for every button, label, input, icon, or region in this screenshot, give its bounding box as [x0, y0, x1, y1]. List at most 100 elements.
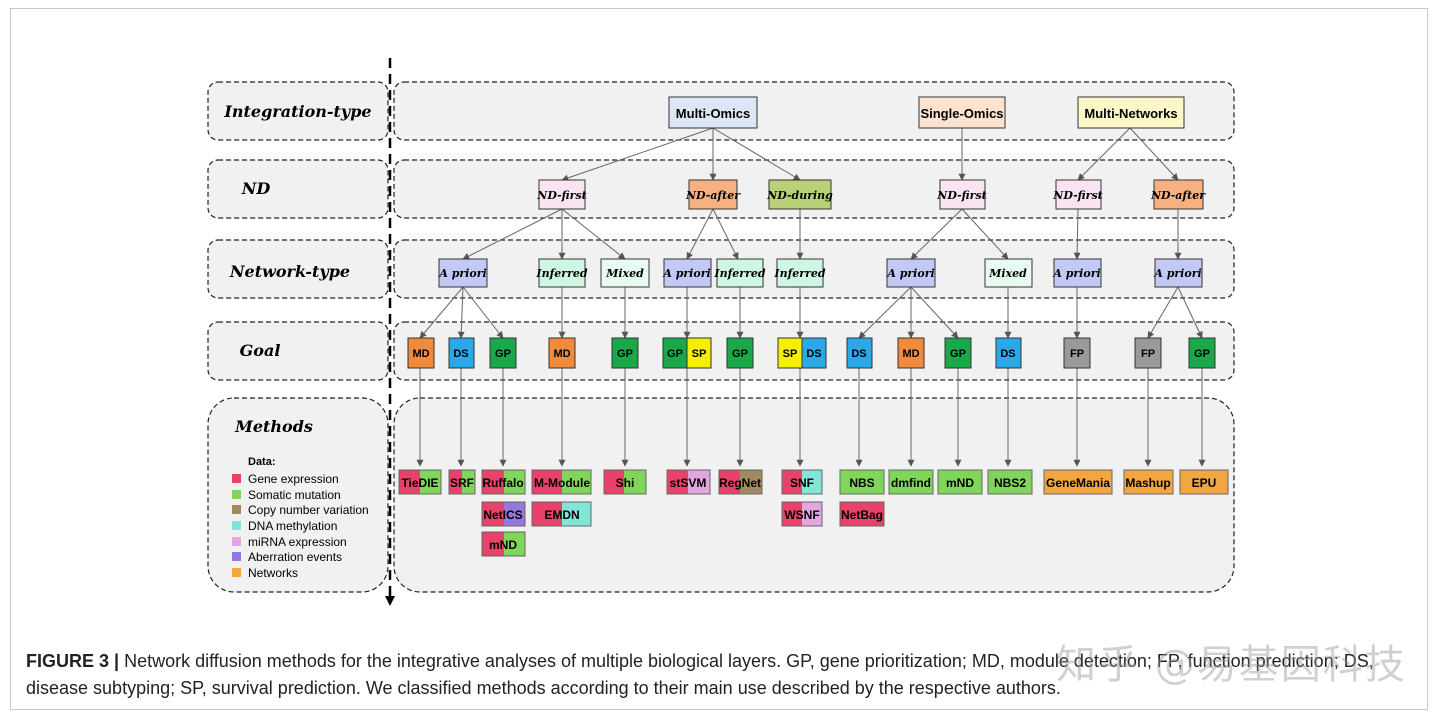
node-label: A priori [1052, 267, 1100, 280]
method-ruffalo [481, 469, 526, 495]
node-label: ND-after [1150, 189, 1206, 202]
goal-gp [944, 337, 972, 369]
row-label-goal: Goal [240, 341, 281, 360]
goal-gp [726, 337, 754, 369]
node-nd-after [688, 179, 738, 210]
node-inferred [776, 258, 824, 288]
method-mnd [481, 531, 526, 557]
node-label: A priori [886, 267, 934, 280]
node-inferred [716, 258, 764, 288]
method-wsnf [781, 501, 823, 527]
node-mixed [984, 258, 1033, 288]
goal-gp [662, 337, 688, 369]
node-label: A priori [1153, 267, 1201, 280]
node-label: ND-first [536, 189, 586, 202]
node-label: Single-Omics [920, 106, 1003, 121]
method-snf-part [782, 470, 802, 494]
goal-sp [686, 337, 712, 369]
goal-label: DS [806, 348, 821, 360]
legend-swatch-aberration [232, 552, 241, 561]
method-label: mND [946, 476, 974, 490]
method-stsvm-part [688, 470, 710, 494]
node-nd-first [939, 179, 986, 210]
method-label: Mashup [1125, 476, 1170, 490]
legend-label: Somatic mutation [248, 488, 341, 502]
figure-label: FIGURE 3 | [26, 651, 120, 671]
method-tiedie-part [420, 470, 441, 494]
method-m-module-part [562, 470, 591, 494]
row-labels: Integration-type ND Network-type Goal Me… [207, 81, 389, 593]
node-a-priori [1053, 258, 1102, 288]
goal-ds [801, 337, 827, 369]
goal-label: GP [732, 348, 748, 360]
goal-label: SP [783, 348, 798, 360]
goal-nodes: MD DS GP MD GP GP SP GP SP DS DS MD GP D… [407, 337, 1216, 369]
goal-label: MD [902, 348, 919, 360]
method-label: TieDIE [401, 476, 438, 490]
row-label-box [207, 397, 389, 593]
goal-label: FP [1141, 348, 1155, 360]
goal-ds [995, 337, 1022, 369]
method-wsnf-part [782, 502, 802, 526]
node-label: Mixed [988, 267, 1027, 280]
method-shi-part [624, 470, 646, 494]
axis-arrow [385, 596, 395, 606]
goal-md [407, 337, 435, 369]
node-label: A priori [438, 267, 486, 280]
goal-label: MD [412, 348, 429, 360]
legend-swatch-dna-methylation [232, 521, 241, 530]
watermark: 知乎 @易基因科技 [1056, 642, 1407, 688]
method-netics-part [482, 502, 504, 526]
node-a-priori [886, 258, 936, 288]
method-mnd-part [504, 532, 525, 556]
method-m-module [531, 469, 592, 495]
goal-md [897, 337, 925, 369]
method-netics [481, 501, 526, 527]
method-dmfind [888, 469, 934, 495]
method-tiedie [398, 469, 442, 495]
node-label: Multi-Omics [676, 106, 750, 121]
goal-ds [846, 337, 873, 369]
method-label: NBS2 [994, 476, 1026, 490]
goal-ds [448, 337, 475, 369]
goal-label: GP [667, 348, 683, 360]
goal-gp [489, 337, 517, 369]
goal-fp [1134, 337, 1162, 369]
row-label-box [207, 159, 389, 219]
network-nodes: A priori Inferred Mixed A priori Inferre… [438, 258, 1203, 288]
goal-label: DS [851, 348, 866, 360]
method-mnd [937, 469, 983, 495]
integration-nodes: Multi-Omics Single-Omics Multi-Networks [668, 96, 1185, 129]
node-label: Inferred [713, 267, 765, 280]
method-stsvm-part [667, 470, 688, 494]
method-srf-part [449, 470, 462, 494]
method-nbs [839, 469, 885, 495]
method-wsnf-part [802, 502, 822, 526]
node-multi-networks [1077, 96, 1185, 129]
goal-md [548, 337, 576, 369]
method-label: EPU [1192, 476, 1217, 490]
method-label: NetBag [841, 508, 883, 522]
method-srf [448, 469, 476, 495]
node-nd-first [538, 179, 586, 210]
node-multi-omics [668, 96, 758, 129]
method-regnet [718, 469, 763, 495]
node-nd-during [768, 179, 832, 210]
method-label: SNF [790, 476, 814, 490]
method-label: Shi [616, 476, 635, 490]
node-label: Inferred [773, 267, 825, 280]
data-legend: Data: Gene expression Somatic mutation C… [232, 456, 369, 580]
connectors [416, 127, 1206, 467]
method-label: M-Module [534, 476, 590, 490]
node-a-priori [663, 258, 712, 288]
node-label: Inferred [535, 267, 587, 280]
goal-label: DS [453, 348, 468, 360]
node-mixed [600, 258, 650, 288]
node-label: Multi-Networks [1084, 106, 1177, 121]
goal-gp [1188, 337, 1216, 369]
goal-label: FP [1070, 348, 1084, 360]
row-label-integration: Integration-type [223, 102, 371, 121]
row-label-methods: Methods [234, 417, 313, 436]
legend-label: Copy number variation [248, 503, 369, 517]
figure-frame [10, 8, 1428, 710]
